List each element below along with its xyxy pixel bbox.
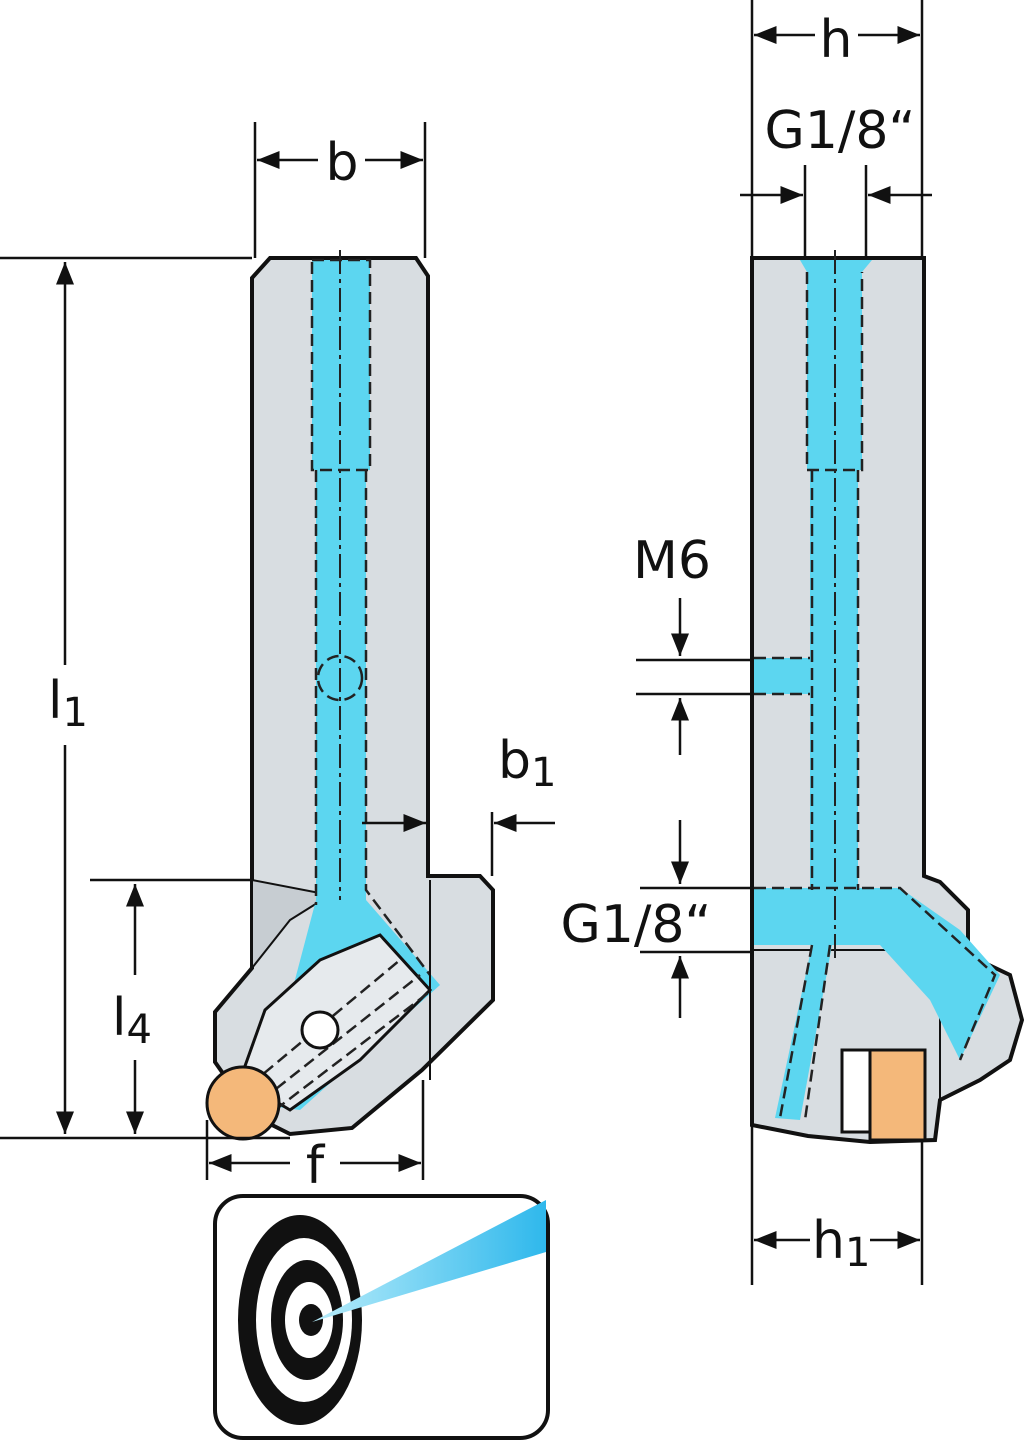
svg-text:h1: h1 xyxy=(812,1211,870,1276)
svg-text:G1/8“: G1/8“ xyxy=(561,895,712,955)
side-view xyxy=(750,250,1024,1145)
svg-text:l4: l4 xyxy=(112,988,152,1053)
round-insert xyxy=(205,1065,281,1141)
svg-text:b1: b1 xyxy=(498,731,556,796)
dimension-l4: l4 xyxy=(90,878,252,1134)
dimension-f: f xyxy=(205,1080,425,1196)
round-insert-side xyxy=(868,1048,927,1142)
dimension-l1: l1 xyxy=(0,256,290,1140)
svg-text:b: b xyxy=(325,133,358,193)
dimension-b: b xyxy=(253,122,427,258)
torx-screw-icon xyxy=(300,1010,340,1050)
dimension-h1: h1 xyxy=(750,1125,924,1285)
dimension-m6: M6 xyxy=(633,531,752,755)
svg-text:G1/8“: G1/8“ xyxy=(765,101,916,161)
front-view xyxy=(205,250,495,1141)
dimension-g18-top: G1/8“ xyxy=(740,101,932,258)
coolant-symbol-box xyxy=(213,1194,550,1440)
dimension-b1: b1 xyxy=(362,731,556,876)
svg-text:h: h xyxy=(820,10,853,70)
svg-text:M6: M6 xyxy=(633,531,711,591)
dimension-g18-side: G1/8“ xyxy=(561,820,752,1018)
svg-text:l1: l1 xyxy=(48,671,88,736)
dimension-h: h xyxy=(750,0,924,258)
svg-text:f: f xyxy=(306,1136,326,1196)
target-coolant-jet-icon xyxy=(238,1200,546,1425)
